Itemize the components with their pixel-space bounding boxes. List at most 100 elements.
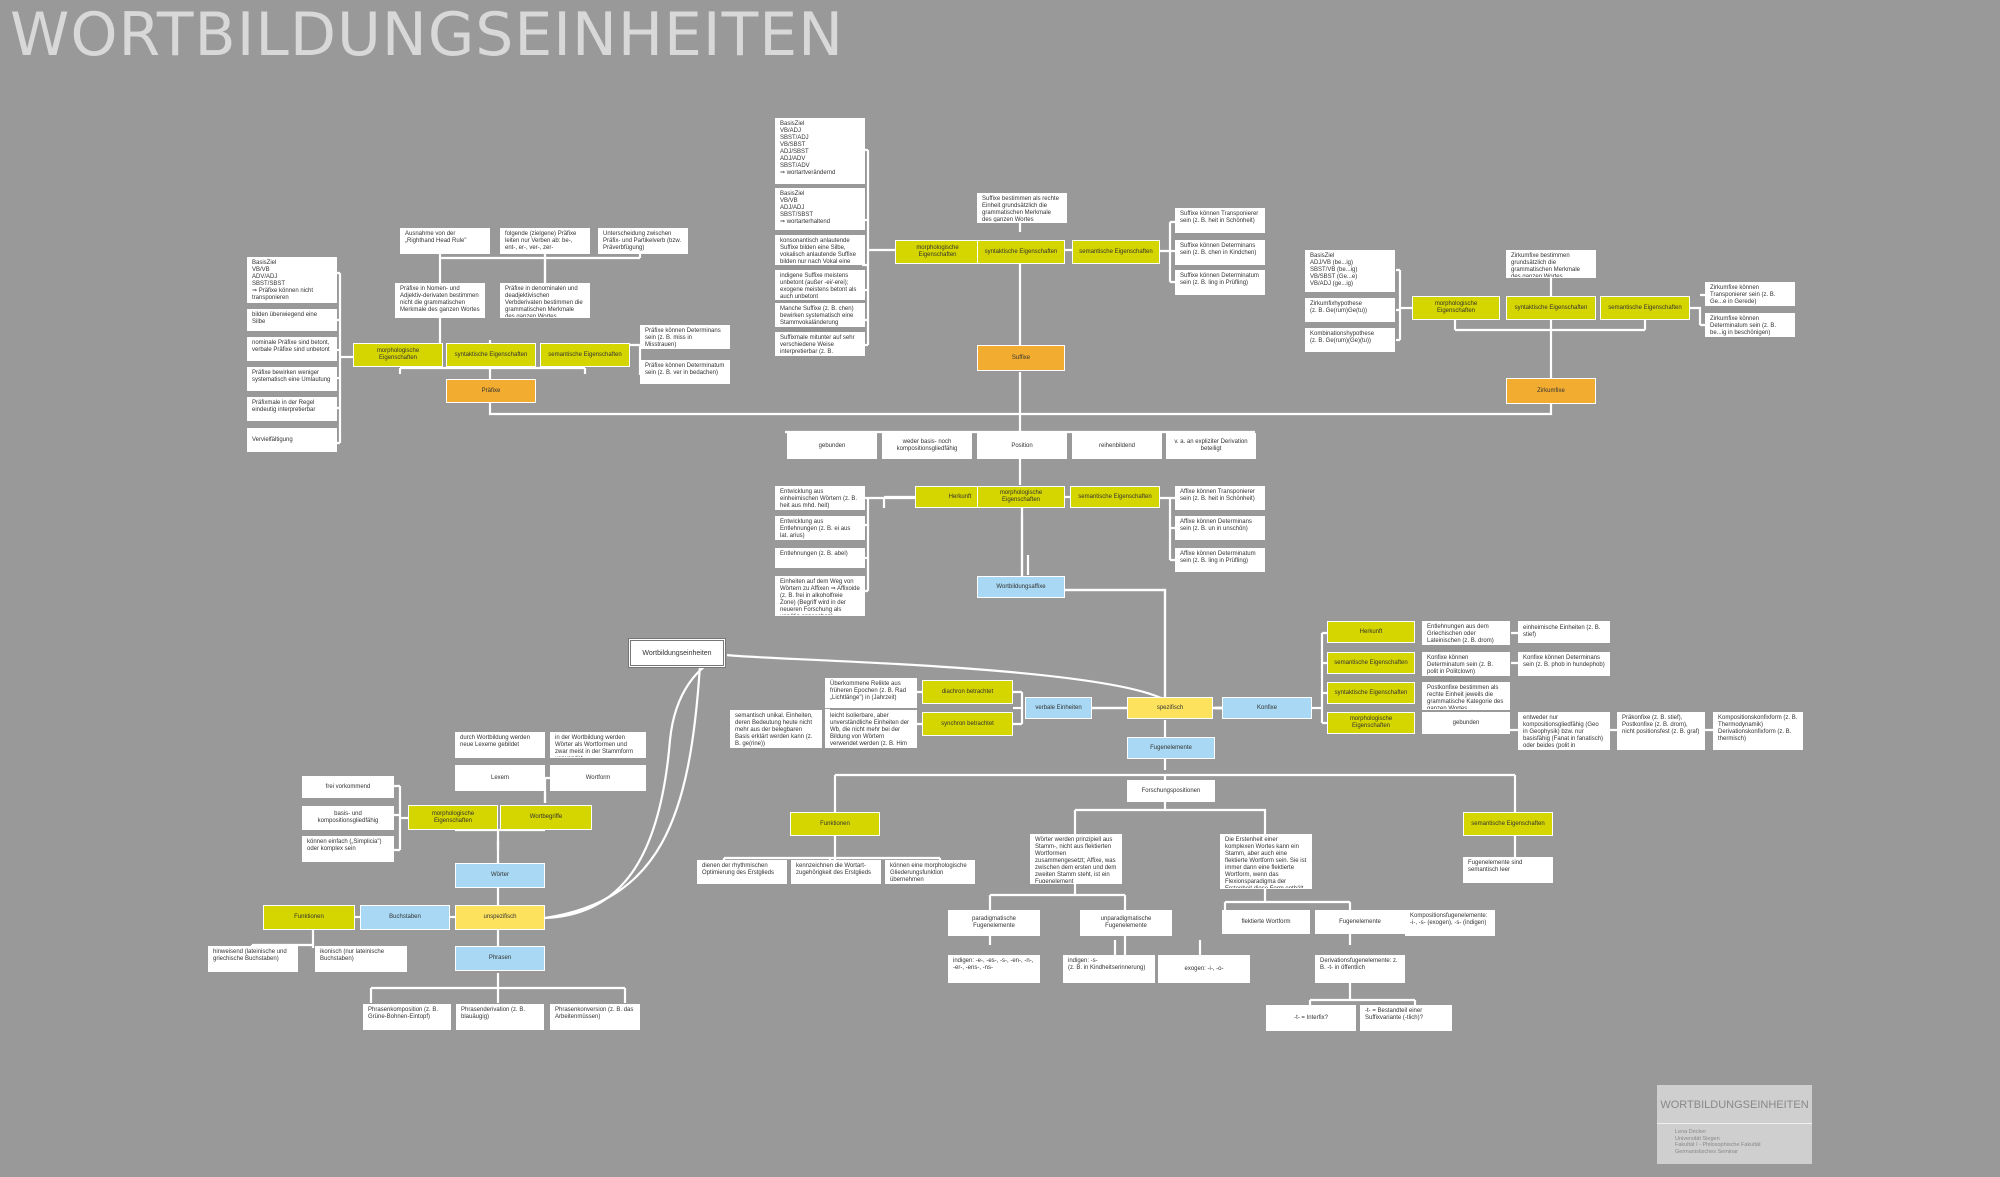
- fugen-note-derivation: Derivationsfugenelemente: z. B. -t- in ö…: [1315, 955, 1405, 983]
- flektierte-wortform-node: flektierte Wortform: [1222, 910, 1310, 934]
- konfix-morph-node: morphologische Eigenschaften: [1327, 712, 1415, 734]
- suffix-note-konsonant: konsonantisch anlautende Suffixe bilden …: [775, 235, 865, 265]
- zirkum-note-hyp: Zirkumfixhypothese (z. B. Ge(rum)Ge(tu)): [1305, 298, 1395, 322]
- praefixe-node: Präfixe: [446, 379, 536, 403]
- phrasen-note-konversion: Phrasenkonversion (z. B. das Arbeitenmüs…: [550, 1004, 640, 1030]
- fugen-note-exogen: exogen: -i-, -o-: [1158, 955, 1250, 983]
- konfix-note-einheimisch: einheimische Einheiten (z. B. stief): [1518, 621, 1610, 643]
- fugenelemente-node: Fugenelemente: [1127, 737, 1215, 759]
- suffix-note-det1: Suffixe können Determinans sein (z. B. c…: [1175, 240, 1265, 265]
- fugen-note-bestandteil: -t- = Bestandteil einer Suffixvariante (…: [1360, 1005, 1452, 1031]
- suffix-note-indigen: indigene Suffixe meistens unbetont (auße…: [775, 270, 865, 300]
- phrasen-node: Phrasen: [455, 946, 545, 971]
- forschungspositionen-node: Forschungspositionen: [1127, 780, 1215, 802]
- fugen-note-morphologische: können eine morphologische Gliederungsfu…: [885, 860, 975, 884]
- praefix-note-verviel: Vervielfältigung: [247, 428, 337, 452]
- weder-basis-node: weder basis- noch kompositionsgliedfähig: [882, 433, 972, 459]
- woerter-morph-node: morphologische Eigenschaften: [408, 805, 498, 830]
- reihenbildend-node: reihenbildend: [1072, 433, 1162, 459]
- konfix-note-praekonfix: Präkonfixe (z. B. stief), Postkonfixe (z…: [1617, 712, 1705, 750]
- zirkum-morph-node: morphologische Eigenschaften: [1412, 296, 1500, 320]
- suffix-note-suffixmale: Suffixmale mitunter auf sehr verschieden…: [775, 332, 865, 356]
- zirkum-note-trans: Zirkumfixe können Transponierer sein (z.…: [1705, 282, 1795, 306]
- affix-note-4: Einheiten auf dem Weg von Wörtern zu Aff…: [775, 576, 865, 616]
- woerter-note-frei: frei vorkommend: [302, 776, 394, 798]
- praefix-note-rhh: Ausnahme von der „Righthand Head Rule": [400, 228, 490, 254]
- position-node: Position: [977, 433, 1067, 459]
- praefix-note-det1: Präfixe können Determinans sein (z. B. m…: [640, 325, 730, 349]
- synchron-node: synchron betrachtet: [922, 712, 1013, 736]
- affix-sem-node: semantische Eigenschaften: [1070, 486, 1160, 508]
- woerter-node: Wörter: [455, 863, 545, 888]
- affix-note-3: Entlehnungen (z. B. abel): [775, 548, 865, 568]
- konfix-note-kompositions: Kompositionskonfixform (z. B. Thermodyna…: [1713, 712, 1803, 750]
- fugen-note-erstgl: Die Erstenheit einer komplexen Wortes ka…: [1220, 834, 1312, 889]
- konfix-gebunden-node: gebunden: [1422, 712, 1510, 734]
- suffix-bestimmen-note: Suffixe bestimmen als rechte Einheit gru…: [977, 193, 1067, 223]
- unspezifisch-node: unspezifisch: [455, 905, 545, 930]
- wortform-node: Wortform: [550, 765, 646, 791]
- legend-divider: [1657, 1123, 1812, 1124]
- fugen-note-rhythmisch: dienen der rhythmischen Optimierung des …: [697, 860, 787, 884]
- root-node: Wortbildungseinheiten: [628, 638, 726, 668]
- praefix-note-denom: Präfixe in denominalen und deadjektivisc…: [500, 283, 590, 318]
- fugen-note-indigen1: indigen: -e-, -es-, -s-, -en-, -n-, -er-…: [948, 955, 1040, 983]
- praefix-morph-node: morphologische Eigenschaften: [353, 343, 443, 367]
- phrasen-note-derivation: Phrasenderivation (z. B. blauäugig): [456, 1004, 544, 1030]
- wortbegriffe-node: Wortbegriffe: [500, 805, 592, 830]
- zirkumfixe-node: Zirkumfixe: [1506, 378, 1596, 404]
- praefix-note-silbe: bilden überwiegend eine Silbe: [247, 309, 337, 331]
- konfix-herkunft-node: Herkunft: [1327, 621, 1415, 643]
- konfix-note-det: Konfixe können Determinatum sein (z. B. …: [1422, 652, 1510, 676]
- suffix-morph-node: morphologische Eigenschaften: [895, 240, 980, 264]
- affix-note-5: Affixe können Transponierer sein (z. B. …: [1175, 486, 1265, 510]
- fugen-note-komposition: Kompositionsfugenelemente: -i-, -s- (exo…: [1405, 910, 1495, 936]
- woerter-note-einfach: können einfach („Simplicia") oder komple…: [302, 836, 394, 862]
- fugen-note-interfix: -t- = Interfix?: [1266, 1005, 1356, 1031]
- zirkum-note-bestimmen: Zirkumfixe bestimmen grundsätzlich die g…: [1506, 250, 1596, 278]
- phrasen-note-komposition: Phrasenkomposition (z. B. Grüne-Bohnen-E…: [363, 1004, 451, 1030]
- fugen-note-semantisch: Fugenelemente sind semantisch leer: [1463, 857, 1553, 883]
- konfixe-node: Konfixe: [1222, 697, 1312, 719]
- praefix-note-basis: BasisZiel VB/VB ADV/ADJ SBST/SBST ⇒ Präf…: [247, 257, 337, 303]
- fugen-sem-node: semantische Eigenschaften: [1463, 812, 1553, 836]
- paradigmatische-node: paradigmatische Fugenelemente: [948, 910, 1040, 936]
- konfix-note-entlehn: Entlehnungen aus dem Griechischen oder L…: [1422, 621, 1510, 645]
- zirkum-synt-node: syntaktische Eigenschaften: [1506, 296, 1596, 320]
- praefix-note-folgende: folgende (zielgene) Präfixe leiten nur V…: [500, 228, 590, 254]
- unparadigmatische-node: unparadigmatische Fugenelemente: [1080, 910, 1172, 936]
- konfix-note-postkonfix: Postkonfixe bestimmen als rechte Einheit…: [1422, 682, 1510, 710]
- suffixe-node: Suffixe: [977, 345, 1065, 371]
- verbale-note-ueberkommen: Überkommene Relikte aus früheren Epochen…: [825, 678, 917, 708]
- affix-note-2: Entwicklung aus Entlehnungen (z. B. ei a…: [775, 516, 865, 540]
- praefix-sem-node: semantische Eigenschaften: [540, 343, 630, 367]
- spezifisch-node: spezifisch: [1127, 697, 1213, 719]
- praefix-note-nomen: Präfixe in Nomen- und Adjektiv-derivaten…: [395, 283, 485, 318]
- zirkum-note-kombi: Kombinationshypothese (z. B. Ge(rum)(Ge)…: [1305, 328, 1395, 352]
- gebunden-node: gebunden: [787, 433, 877, 459]
- verbale-note-nicht: leicht isolierbare, aber unverständliche…: [825, 710, 917, 748]
- diachron-node: diachron betrachtet: [922, 680, 1013, 704]
- affix-note-7: Affixe können Determinatum sein (z. B. l…: [1175, 548, 1265, 572]
- zirkum-note-det: Zirkumfixe können Determinatum sein (z. …: [1705, 313, 1795, 337]
- buchstaben-node: Buchstaben: [360, 905, 450, 930]
- zirkum-sem-node: semantische Eigenschaften: [1600, 296, 1690, 320]
- suffix-sem-node: semantische Eigenschaften: [1072, 240, 1160, 264]
- funktionen-letters-node: Funktionen: [263, 905, 355, 930]
- derivation-node: v. a. an expliziter Derivation beteiligt: [1166, 433, 1256, 459]
- affix-note-1: Entwicklung aus einheimischen Wörtern (z…: [775, 486, 865, 510]
- konfix-sem-node: semantische Eigenschaften: [1327, 652, 1415, 674]
- suffix-note-basis2: BasisZiel VB/VB ADJ/ADJ SBST/SBST ⇒ wort…: [775, 188, 865, 230]
- fugen-note-woerter: Wörter werden prinzipiell aus Stamm-, ni…: [1030, 834, 1122, 884]
- suffix-note-trans: Suffixe können Transponierer sein (z. B.…: [1175, 208, 1265, 233]
- woerter-note-basis: basis- und kompositionsgliedfähig: [302, 806, 394, 830]
- suffix-note-det2: Suffixe können Determinatum sein (z. B. …: [1175, 270, 1265, 295]
- woerter-note-durch: durch Wortbildung werden neue Lexeme geb…: [455, 732, 545, 758]
- lexem-node: Lexem: [455, 765, 545, 791]
- suffix-note-basis1: BasisZiel VB/ADJ SBST/ADJ VB/SBST ADJ/SB…: [775, 118, 865, 184]
- praefix-note-eindeutig: Präfixmale in der Regel eindeutig interp…: [247, 397, 337, 421]
- zirkum-note-basis: BasisZiel ADJ/VB (be...ig) SBST/VB (be..…: [1305, 250, 1395, 292]
- fugen-note-indigen2: indigen: -s- (z. B. in Kindheitserinneru…: [1063, 955, 1155, 983]
- buchstaben-note-ikonisch: ikonisch (nur lateinische Buchstaben): [315, 946, 407, 972]
- affix-note-6: Affixe können Determinans sein (z. B. un…: [1175, 516, 1265, 540]
